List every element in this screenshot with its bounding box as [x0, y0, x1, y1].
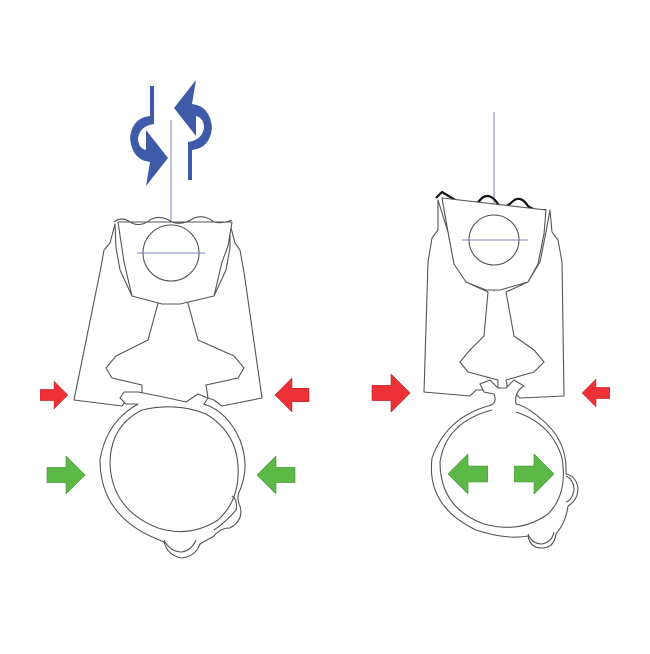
clamp-ear-right: [565, 475, 575, 503]
arrow-left-icon: [274, 378, 310, 412]
clamp-ear-left: [527, 531, 555, 545]
pincer-tool-jaw: [185, 223, 263, 407]
arrow-right-icon: [371, 374, 411, 412]
pincer-break-edge: [113, 216, 233, 226]
right-panel: [371, 112, 610, 549]
pincer-tool-body: [73, 223, 161, 407]
left-panel: [40, 80, 310, 559]
arrow-right-icon: [40, 380, 68, 410]
clamp-ring-inner: [439, 409, 564, 528]
clamp-ear-right: [213, 495, 238, 531]
clamp-ring-inner: [109, 406, 239, 533]
clamp-ring: [99, 391, 246, 559]
arrow-left-icon: [582, 378, 610, 408]
arrow-right-icon: [46, 456, 86, 494]
rotate-arrows-icon: [130, 80, 212, 186]
arrow-left-icon: [256, 456, 296, 494]
clamp-ear-left: [163, 539, 197, 553]
clamp-ring: [430, 379, 579, 549]
